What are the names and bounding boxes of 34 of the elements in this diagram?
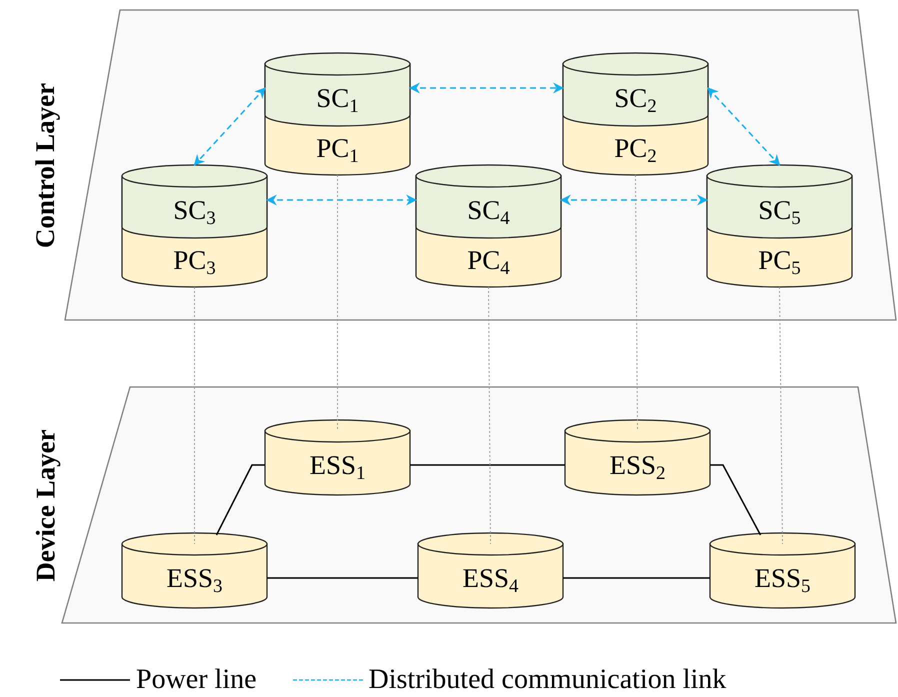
node-label: ESS$_{3}$ <box>165 563 224 593</box>
dotted-link <box>635 174 638 432</box>
communication-arrow <box>194 87 266 166</box>
legend-label: Power line <box>136 664 257 696</box>
power-line <box>410 464 565 466</box>
node-label: PC$_{3}$ <box>172 245 217 275</box>
legend-label: Distributed communication link <box>368 664 726 696</box>
power-line <box>563 577 710 579</box>
node-label: ESS$_{1}$ <box>308 450 367 480</box>
node-label: PC$_{2}$ <box>613 133 658 163</box>
layer-title: Device Layer <box>30 428 62 582</box>
dotted-link <box>337 174 338 432</box>
node-label: SC$_{2}$ <box>613 83 658 113</box>
node-label: SC$_{5}$ <box>757 195 802 225</box>
node-label: PC$_{1}$ <box>315 133 360 163</box>
node-label: PC$_{4}$ <box>466 245 511 275</box>
power-line <box>267 577 418 579</box>
communication-arrow <box>408 82 564 94</box>
node-label: ESS$_{5}$ <box>753 563 812 593</box>
dotted-link <box>779 286 783 544</box>
dotted-link <box>194 286 195 544</box>
node-label: SC$_{4}$ <box>466 195 511 225</box>
communication-arrow <box>707 87 780 166</box>
power-line <box>216 464 265 536</box>
communication-arrow <box>266 194 418 206</box>
dotted-link <box>488 286 491 544</box>
communication-arrow <box>560 194 708 206</box>
power-line <box>710 464 762 536</box>
layer-title: Control Layer <box>30 82 62 248</box>
node-label: PC$_{5}$ <box>757 245 802 275</box>
node-label: ESS$_{2}$ <box>608 450 667 480</box>
node-label: ESS$_{4}$ <box>461 563 520 593</box>
node-label: SC$_{3}$ <box>172 195 217 225</box>
node-label: SC$_{1}$ <box>315 83 360 113</box>
